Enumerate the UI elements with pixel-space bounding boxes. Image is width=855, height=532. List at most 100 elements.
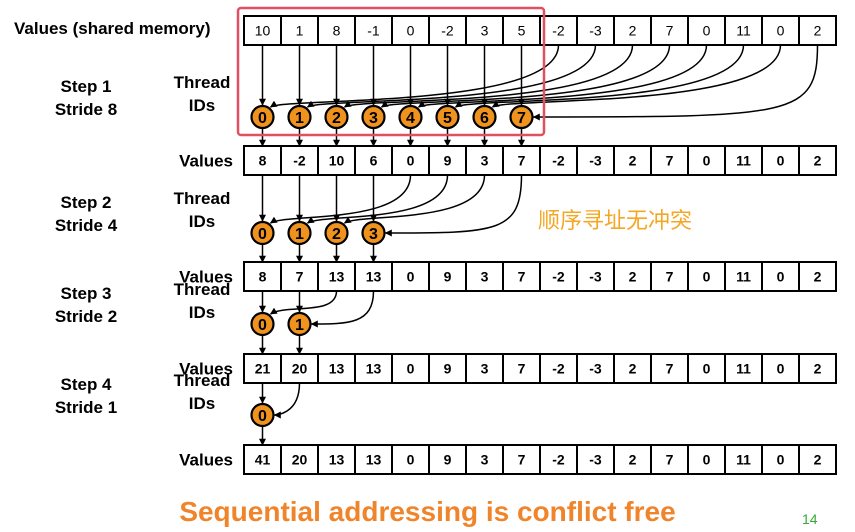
ids-label: IDs: [189, 96, 215, 115]
value-cell: [798, 145, 837, 176]
value-cell-text: -2: [552, 23, 565, 39]
ids-label: IDs: [189, 212, 215, 231]
thread-node: [361, 104, 386, 130]
value-cell-text: 2: [814, 23, 822, 39]
value-cell: [465, 261, 504, 292]
value-cell-text: 0: [703, 153, 711, 169]
shared-memory-label: Values (shared memory): [14, 19, 211, 38]
value-cell-text: 1: [296, 23, 304, 39]
value-cell-text: 0: [777, 452, 785, 468]
thread-id-text: 2: [332, 110, 341, 127]
stride-label: Stride 8: [55, 100, 117, 119]
value-cell: [798, 261, 837, 292]
value-cell: [798, 353, 837, 384]
value-cell-text: 3: [481, 153, 489, 169]
value-cell: [354, 444, 393, 475]
thread-label: Thread: [174, 280, 231, 299]
value-cell-text: 7: [296, 269, 304, 285]
thread-id-text: 2: [332, 226, 341, 243]
value-cell: [798, 15, 837, 46]
value-cell-text: 13: [329, 452, 345, 468]
value-cell: [539, 15, 578, 46]
value-cell-text: 11: [736, 153, 751, 169]
value-cell-text: 3: [481, 361, 489, 377]
step1-highlight-box: [236, 6, 546, 137]
value-cell-text: 41: [255, 452, 271, 468]
value-cell-text: 0: [777, 153, 785, 169]
thread-node: [250, 220, 275, 246]
thread-id-text: 0: [258, 226, 267, 243]
stride-label: Stride 1: [55, 398, 117, 417]
thread-id-text: 1: [295, 110, 304, 127]
value-cell-text: 7: [518, 361, 526, 377]
value-cell-text: 0: [777, 269, 785, 285]
value-cell: [576, 15, 615, 46]
value-cell-text: 7: [518, 153, 526, 169]
value-cell: [280, 444, 319, 475]
value-cell: [650, 444, 689, 475]
value-cell: [761, 145, 800, 176]
partner-arrow: [306, 174, 449, 224]
value-cell: [243, 15, 282, 46]
thread-id-text: 5: [443, 110, 452, 127]
value-cell-text: 3: [481, 452, 489, 468]
value-cell-text: 0: [407, 269, 415, 285]
value-cell: [761, 261, 800, 292]
partner-arrow: [269, 290, 338, 315]
value-cell-text: 0: [407, 361, 415, 377]
step-title: Step 1: [60, 77, 111, 96]
value-cell: [502, 444, 541, 475]
value-cell: [613, 353, 652, 384]
value-cell-text: 0: [703, 361, 711, 377]
ids-label: IDs: [189, 394, 215, 413]
partner-arrow: [310, 290, 375, 328]
values-row-label: Values: [179, 268, 233, 287]
value-cell-text: 20: [292, 361, 308, 377]
thread-node: [324, 220, 349, 246]
value-cell: [317, 145, 356, 176]
value-cell: [391, 145, 430, 176]
partner-arrow: [343, 44, 634, 108]
value-cell-text: -2: [552, 153, 565, 169]
value-cell-text: 7: [666, 153, 674, 169]
thread-id-text: 1: [295, 226, 304, 243]
value-cell-text: -3: [589, 361, 602, 377]
partner-arrow: [306, 44, 597, 108]
value-cell-text: -2: [293, 153, 306, 169]
value-cell-text: 13: [329, 361, 345, 377]
step-title: Step 2: [60, 193, 111, 212]
values-row-label: Values: [179, 152, 233, 171]
value-cell-text: 0: [407, 23, 415, 39]
ids-label: IDs: [189, 303, 215, 322]
value-cell: [391, 15, 430, 46]
value-cell-text: 0: [703, 23, 711, 39]
value-cell-text: 8: [259, 269, 267, 285]
value-cell-text: 2: [629, 361, 637, 377]
partner-arrow: [273, 382, 301, 419]
partner-arrow: [269, 174, 412, 224]
thread-node: [509, 104, 534, 130]
value-cell: [428, 261, 467, 292]
value-cell: [502, 15, 541, 46]
page-number: 14: [802, 511, 818, 527]
value-cell-text: 11: [736, 23, 751, 39]
value-cell-text: 13: [366, 361, 382, 377]
value-cell-text: -2: [441, 23, 454, 39]
thread-node: [287, 220, 312, 246]
partner-arrow: [417, 44, 708, 108]
value-cell: [243, 353, 282, 384]
thread-id-text: 3: [369, 226, 378, 243]
value-cell: [687, 261, 726, 292]
stride-label: Stride 2: [55, 307, 117, 326]
value-cell: [354, 145, 393, 176]
values-row-label: Values: [179, 360, 233, 379]
value-cell-text: 0: [777, 23, 785, 39]
value-cell-text: 9: [444, 452, 452, 468]
value-cell: [354, 15, 393, 46]
step-title: Step 4: [60, 375, 112, 394]
value-cell: [798, 444, 837, 475]
value-cell: [280, 145, 319, 176]
